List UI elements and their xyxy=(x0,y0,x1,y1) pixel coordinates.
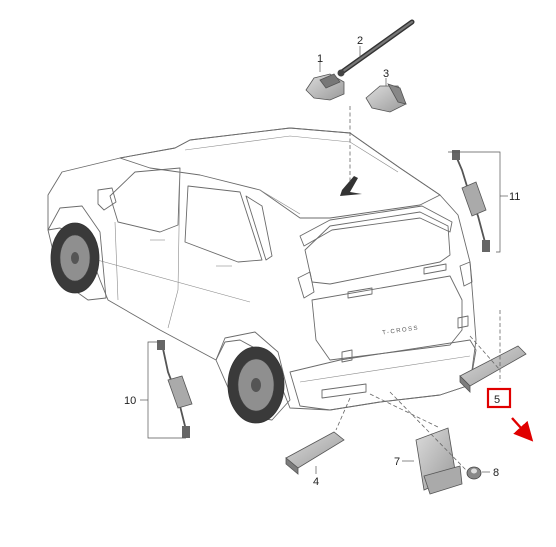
part-4-antenna-module xyxy=(285,431,345,475)
vehicle-illustration: T-CROSS xyxy=(47,127,477,424)
tail-light-left xyxy=(297,271,315,299)
rear-bumper xyxy=(289,339,477,411)
part-2-rod-antenna xyxy=(337,19,415,77)
callout-8: 8 xyxy=(493,467,499,479)
callout-7: 7 xyxy=(394,456,400,468)
front-wheel xyxy=(50,222,100,294)
side-window-quarter xyxy=(245,195,273,261)
part-8-nut xyxy=(466,466,482,480)
rear-window xyxy=(304,211,451,285)
callout-2: 2 xyxy=(357,35,363,47)
highlight-arrow xyxy=(511,417,534,442)
part-1-antenna-base xyxy=(305,73,345,101)
callout-10: 10 xyxy=(124,395,136,407)
side-window-rear xyxy=(184,185,263,263)
callout-3: 3 xyxy=(383,68,389,80)
callout-5: 5 xyxy=(494,394,500,406)
callout-11: 11 xyxy=(509,191,520,203)
part-7-bracket xyxy=(415,427,463,495)
tailgate-badge: T-CROSS xyxy=(382,325,420,336)
part-11-cable xyxy=(452,150,490,252)
car-roof xyxy=(119,127,441,219)
side-mirror xyxy=(97,187,117,211)
callout-1: 1 xyxy=(317,53,323,65)
callout-4: 4 xyxy=(313,476,319,488)
tail-light-right xyxy=(459,261,473,287)
roof-antenna-on-car xyxy=(340,176,362,196)
part-10-cable xyxy=(157,340,193,438)
highlight-box xyxy=(486,387,512,409)
side-window-front xyxy=(109,167,181,233)
part-5-antenna-module xyxy=(459,345,527,393)
part-3-fin-antenna xyxy=(365,83,407,113)
leader-lines xyxy=(140,46,508,474)
rear-wheel xyxy=(227,346,285,424)
